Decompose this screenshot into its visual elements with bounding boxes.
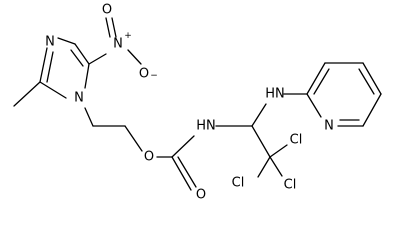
bond-py-c2-n <box>306 93 322 118</box>
bond-ring-c4-c5-double <box>70 49 84 67</box>
bond-py-c5-c4 <box>362 62 382 95</box>
chemical-structure: N N N + O O − O O HN HN N Cl Cl Cl <box>13 3 382 203</box>
bond-ring-n1-c2 <box>39 81 67 99</box>
atom-nitro-n: N <box>113 37 123 52</box>
bond-ring-n3-c4 <box>57 37 76 45</box>
bond-c-cl-b <box>257 156 271 178</box>
bond-py-c6-c5 <box>362 93 382 127</box>
bond-carbonyl-c-nh <box>171 135 195 158</box>
bond-carbonyl-c-o-double <box>177 156 197 188</box>
atom-carbamate-nh: HN <box>196 119 216 134</box>
bond-n1-ch2 <box>84 107 94 127</box>
atom-ring-n1: N <box>74 91 84 106</box>
charge-nitro-n: + <box>124 31 132 41</box>
atom-nitro-o-top: O <box>102 3 112 18</box>
bond-carbonyl-c-o <box>171 156 192 191</box>
charge-nitro-o: − <box>150 71 158 81</box>
bond-c-cl-a <box>269 144 288 158</box>
atom-carbonyl-o: O <box>196 188 206 203</box>
atom-cl-c: Cl <box>284 178 297 193</box>
atom-ring-n3: N <box>45 35 55 50</box>
bond-ring-c5-n1 <box>84 63 90 89</box>
atom-cl-b: Cl <box>232 176 245 191</box>
bond-py-c3-c2-double <box>313 68 330 95</box>
bond-nitro-o-bottom <box>127 49 142 65</box>
bond-ring-c4-c5 <box>74 43 90 65</box>
bond-nitro-o-top <box>111 17 117 38</box>
atom-cl-a: Cl <box>290 133 303 148</box>
bond-ring-c2-n3-double <box>46 51 54 83</box>
bond-py-c5-c4-double <box>358 68 375 95</box>
bond-nitro-o-top-double <box>105 17 111 38</box>
atom-labels: N N N + O O − O O HN HN N Cl Cl Cl <box>45 3 334 203</box>
bond-ch-nh <box>251 103 267 127</box>
atom-nitro-o-bottom: O <box>139 67 149 82</box>
atom-amine-nh: HN <box>265 87 285 102</box>
bond-c-cl-c <box>269 156 283 177</box>
bond-py-c3-c2 <box>306 62 326 95</box>
bonds <box>13 17 382 191</box>
atom-ester-o: O <box>144 150 154 165</box>
atom-pyridine-n: N <box>324 119 334 134</box>
bond-ch-ccl3 <box>251 125 271 158</box>
bond-c5-nitro <box>88 53 107 65</box>
bond-methyl <box>13 81 41 107</box>
bond-ch2-o <box>124 125 143 152</box>
bond-ring-c2-n3 <box>39 47 48 83</box>
